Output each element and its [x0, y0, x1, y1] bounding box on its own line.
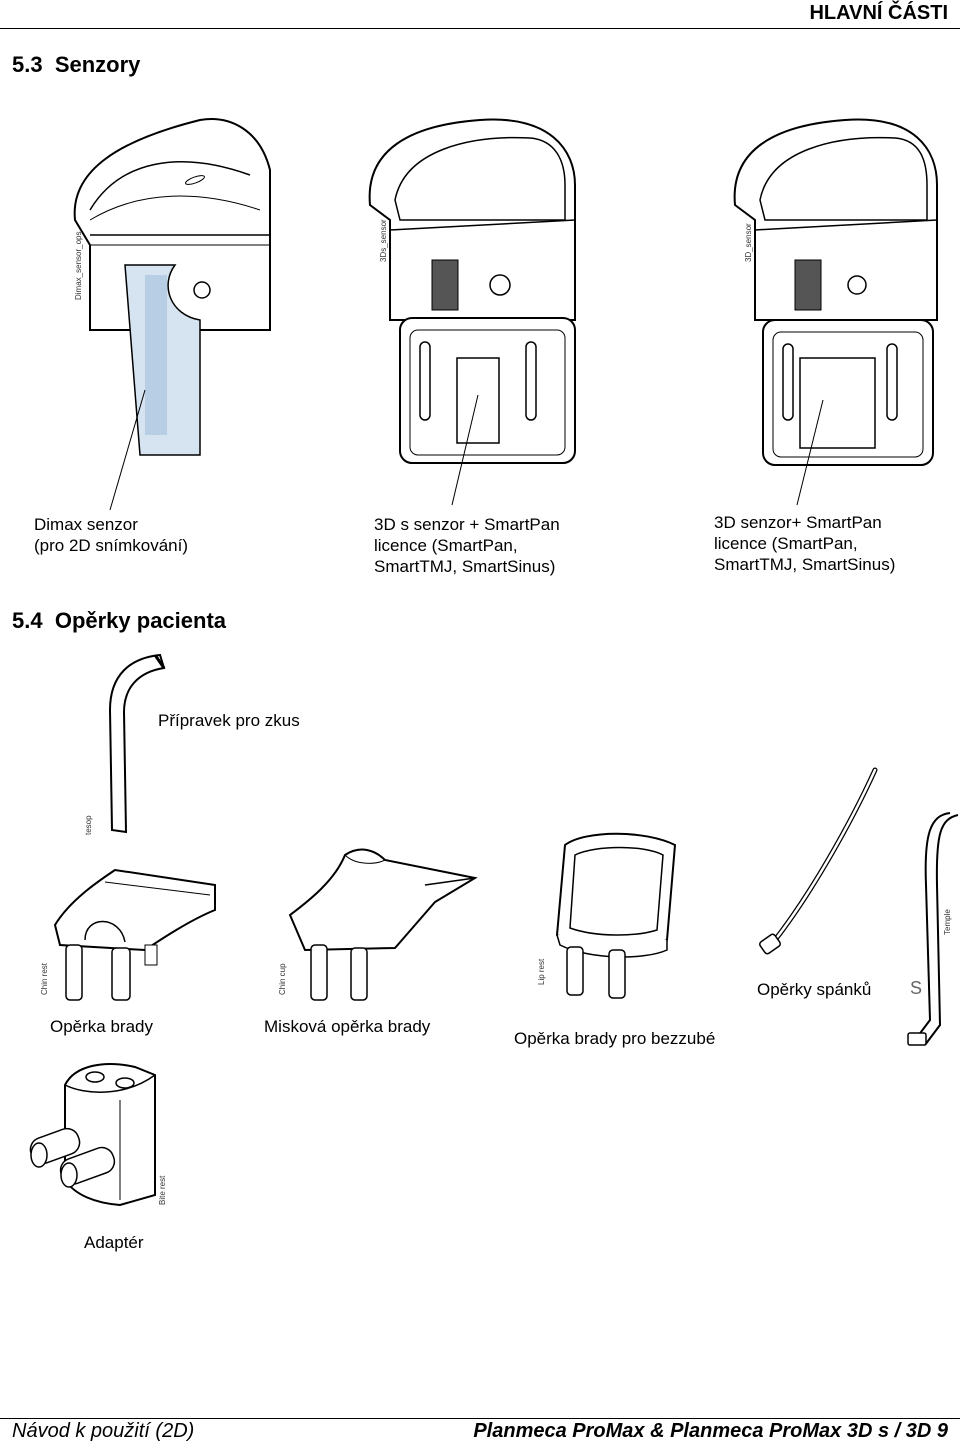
caption-adapter: Adaptér	[84, 1233, 144, 1252]
temple-support-rod-2-illustration	[900, 805, 960, 1055]
section-heading-sensors: 5.3 Senzory	[12, 52, 140, 78]
footer-right: Planmeca ProMax & Planmeca ProMax 3D s /…	[473, 1420, 948, 1442]
support-side-label: tesop	[84, 815, 93, 835]
caption-line: SmartTMJ, SmartSinus)	[714, 555, 896, 574]
chin-rest-illustration	[50, 860, 225, 1005]
sensor-side-label: Dimax_sensor_ops	[74, 231, 83, 300]
3d-sensor-illustration	[725, 110, 945, 505]
caption-chin-cup: Misková opěrka brady	[264, 1017, 431, 1036]
caption-line: 3D senzor+ SmartPan	[714, 513, 882, 532]
caption-dimax-sensor: Dimax senzor (pro 2D snímkování)	[34, 514, 188, 556]
chin-cup-illustration	[285, 840, 485, 1005]
test-tool-illustration	[100, 650, 170, 840]
caption-line: 3D s senzor + SmartPan	[374, 515, 560, 534]
support-side-label: Bite rest	[158, 1175, 167, 1205]
footer-rule	[0, 1418, 960, 1419]
caption-test-tool: Přípravek pro zkus	[158, 711, 300, 730]
caption-line: Dimax senzor	[34, 515, 138, 534]
partial-letter: S	[910, 978, 923, 998]
sensor-side-label: 3D_sensor	[744, 223, 753, 262]
caption-3d-sensor: 3D senzor+ SmartPan licence (SmartPan, S…	[714, 512, 895, 575]
caption-temple-supports: Opěrky spánků	[757, 980, 872, 999]
dimax-sensor-illustration	[60, 100, 280, 510]
support-side-label: Chin cup	[278, 963, 287, 995]
edentulous-chin-rest-illustration	[545, 825, 685, 1000]
section-title: Senzory	[54, 52, 141, 77]
caption-line: licence (SmartPan,	[714, 534, 858, 553]
caption-line: SmartTMJ, SmartSinus)	[374, 557, 556, 576]
caption-edentulous-chin-rest: Opěrka brady pro bezzubé	[514, 1029, 716, 1048]
section-number: 5.4	[12, 608, 43, 633]
footer-left: Návod k použití (2D)	[12, 1420, 195, 1442]
running-header: HLAVNÍ ČÁSTI	[809, 2, 948, 24]
adapter-illustration	[25, 1055, 170, 1215]
caption-chin-rest: Opěrka brady	[50, 1017, 153, 1036]
section-heading-patient-supports: 5.4 Opěrky pacienta	[12, 608, 226, 634]
support-side-label: Lip rest	[537, 958, 546, 985]
section-number: 5.3	[12, 52, 43, 77]
3ds-sensor-illustration	[360, 110, 585, 505]
sensor-side-label: 3Ds_sensor	[379, 219, 388, 262]
header-rule	[0, 28, 960, 29]
support-side-label: Chin rest	[40, 962, 49, 995]
caption-line: licence (SmartPan,	[374, 536, 518, 555]
temple-support-rod-illustration	[755, 765, 885, 965]
support-side-label: Temple	[943, 909, 952, 935]
caption-3ds-sensor: 3D s senzor + SmartPan licence (SmartPan…	[374, 514, 560, 577]
section-title: Opěrky pacienta	[54, 608, 227, 633]
caption-line: (pro 2D snímkování)	[34, 536, 188, 555]
